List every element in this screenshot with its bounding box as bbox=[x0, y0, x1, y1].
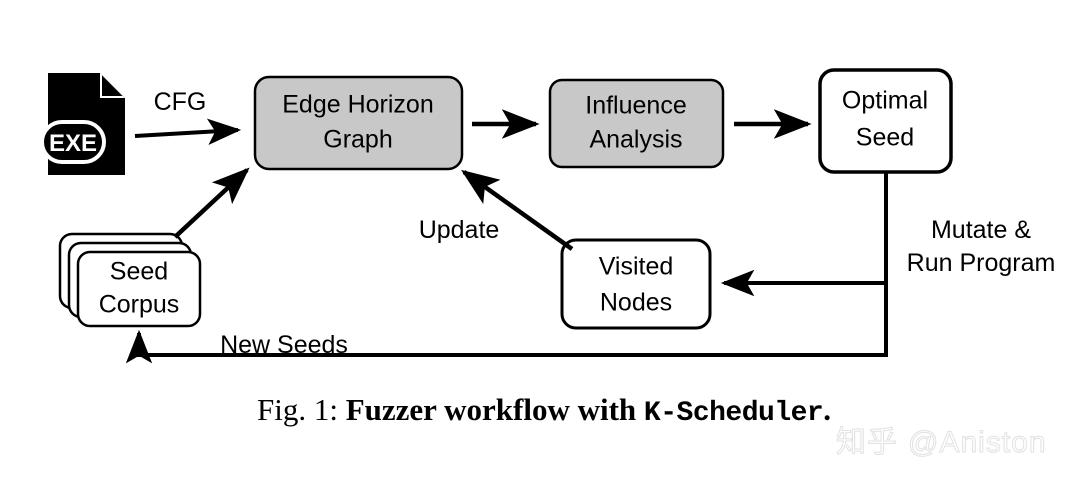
node-influence-analysis-line2: Analysis bbox=[589, 126, 682, 154]
edge-new-seeds-label: New Seeds bbox=[220, 331, 348, 359]
node-influence-analysis-line1: Influence bbox=[585, 92, 686, 120]
node-optimal-seed-line1: Optimal bbox=[842, 87, 928, 115]
edge-cfg-label: CFG bbox=[154, 88, 207, 116]
edge-cfg: CFG bbox=[134, 88, 242, 145]
edge-new-seeds: New Seeds bbox=[125, 283, 888, 364]
edge-mutate-run-line1: Mutate & bbox=[931, 216, 1031, 244]
node-influence-analysis[interactable]: Influence Analysis bbox=[548, 78, 725, 169]
caption-bold-part-1: Fuzzer workflow with bbox=[345, 392, 637, 427]
node-visited-nodes-line1: Visited bbox=[599, 253, 674, 281]
node-edge-horizon-graph-line2: Graph bbox=[323, 126, 392, 154]
node-seed-corpus-line2: Corpus bbox=[99, 291, 180, 319]
edge-update: Update bbox=[419, 169, 574, 251]
node-edge-horizon-graph-line1: Edge Horizon bbox=[282, 91, 433, 119]
watermark-handle: @Aniston bbox=[908, 426, 1047, 460]
caption-prefix: Fig. 1: bbox=[257, 392, 338, 427]
node-optimal-seed[interactable]: Optimal Seed bbox=[818, 68, 953, 174]
caption-tool-name: K-Scheduler bbox=[643, 398, 824, 429]
figure-caption: Fig. 1: Fuzzer workflow with K-Scheduler… bbox=[0, 392, 1088, 429]
node-optimal-seed-line2: Seed bbox=[856, 124, 914, 152]
exe-icon-label: EXE bbox=[49, 130, 97, 157]
node-seed-corpus[interactable]: Seed Corpus bbox=[58, 232, 202, 328]
edge-mutate-run-line2: Run Program bbox=[907, 249, 1056, 277]
node-visited-nodes-line2: Nodes bbox=[600, 289, 672, 317]
edge-update-label: Update bbox=[419, 216, 500, 244]
caption-bold-part-2: . bbox=[823, 392, 831, 427]
exe-file-icon: EXE bbox=[40, 73, 125, 175]
watermark-site-name: 知乎 bbox=[836, 426, 898, 460]
node-seed-corpus-line1: Seed bbox=[110, 258, 168, 286]
watermark: 知乎 @Aniston bbox=[836, 417, 1047, 461]
node-edge-horizon-graph[interactable]: Edge Horizon Graph bbox=[253, 75, 464, 171]
node-visited-nodes[interactable]: Visited Nodes bbox=[560, 238, 712, 330]
edge-mutate-run: Mutate & Run Program bbox=[720, 172, 1056, 297]
edge-seedcorpus-to-ehg bbox=[173, 167, 250, 239]
